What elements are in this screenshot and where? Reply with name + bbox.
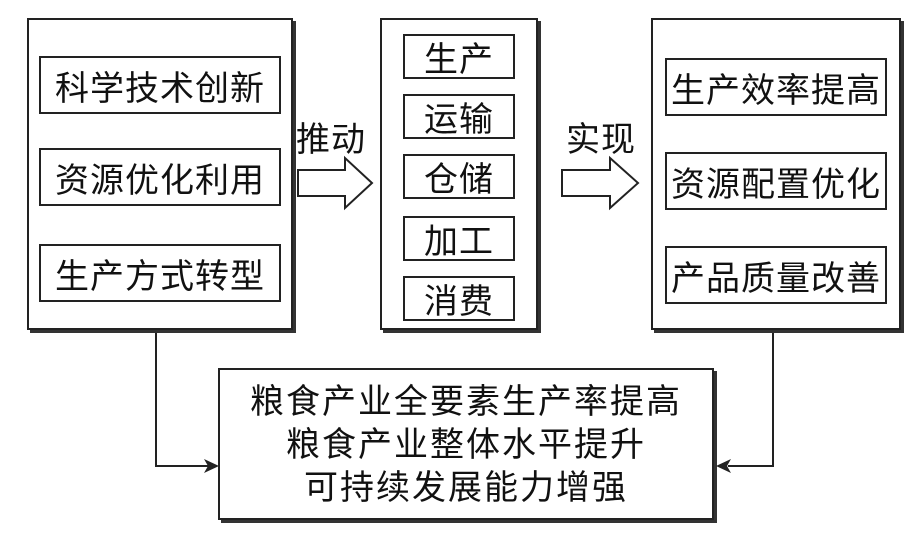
arrow2-label: 实现 (566, 120, 636, 160)
middle-item-4: 加工 (403, 216, 515, 262)
arrow1-label: 推动 (296, 120, 366, 160)
middle-item-3: 仓储 (403, 154, 515, 200)
left-group-box: 科学技术创新 资源优化利用 生产方式转型 (27, 18, 293, 330)
result-line-2: 粮食产业整体水平提升 (286, 425, 646, 465)
left-item-1: 科学技术创新 (39, 56, 281, 114)
right-item-1: 生产效率提高 (665, 58, 887, 116)
right-connector-line (728, 333, 774, 467)
left-item-2: 资源优化利用 (39, 148, 281, 206)
right-item-3: 产品质量改善 (665, 246, 887, 304)
push-arrow-icon (297, 155, 374, 211)
middle-item-2: 运输 (403, 94, 515, 140)
realize-arrow-icon (561, 155, 640, 211)
result-line-1: 粮食产业全要素生产率提高 (250, 382, 682, 422)
result-line-3: 可持续发展能力增强 (304, 468, 628, 508)
left-item-3: 生产方式转型 (39, 244, 281, 302)
right-connector-arrowhead-icon (716, 459, 731, 473)
left-connector-line (155, 333, 210, 467)
result-box: 粮食产业全要素生产率提高 粮食产业整体水平提升 可持续发展能力增强 (218, 368, 714, 520)
middle-group-box: 生产 运输 仓储 加工 消费 (380, 18, 538, 330)
middle-item-5: 消费 (403, 276, 515, 322)
middle-item-1: 生产 (403, 34, 515, 80)
left-connector-arrowhead-icon (204, 459, 219, 473)
right-group-box: 生产效率提高 资源配置优化 产品质量改善 (651, 18, 901, 330)
right-item-2: 资源配置优化 (665, 152, 887, 210)
